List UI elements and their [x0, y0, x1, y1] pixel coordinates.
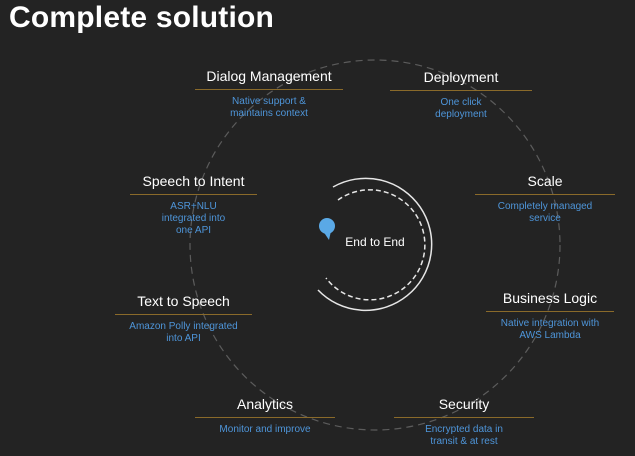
feature-name: Scale — [527, 173, 563, 189]
feature-name: Deployment — [423, 69, 499, 85]
feature-name: Analytics — [236, 396, 294, 412]
inner-dashed-arc — [325, 189, 426, 301]
page-title: Complete solution — [9, 1, 275, 34]
feature-name: Dialog Management — [206, 68, 332, 84]
outer-ring — [189, 59, 561, 431]
feature-name: Speech to Intent — [142, 173, 245, 189]
divider — [130, 194, 257, 195]
divider — [115, 314, 252, 315]
feature-desc: Native support &maintains context — [230, 96, 308, 119]
feature-dialog-management: Dialog Management Native support &mainta… — [195, 68, 343, 120]
inner-solid-arc — [317, 177, 433, 312]
feature-desc: Monitor and improve — [219, 424, 311, 435]
divider — [475, 194, 615, 195]
divider — [394, 417, 534, 418]
center-label: End to End — [345, 235, 405, 249]
divider — [390, 90, 532, 91]
feature-name: Text to Speech — [137, 293, 230, 309]
feature-name: Security — [438, 396, 490, 412]
divider — [195, 89, 343, 90]
feature-analytics: Analytics Monitor and improve — [195, 396, 335, 436]
divider — [195, 417, 335, 418]
divider — [486, 311, 614, 312]
speech-bubble-icon — [319, 218, 335, 240]
feature-name: Business Logic — [502, 290, 598, 306]
